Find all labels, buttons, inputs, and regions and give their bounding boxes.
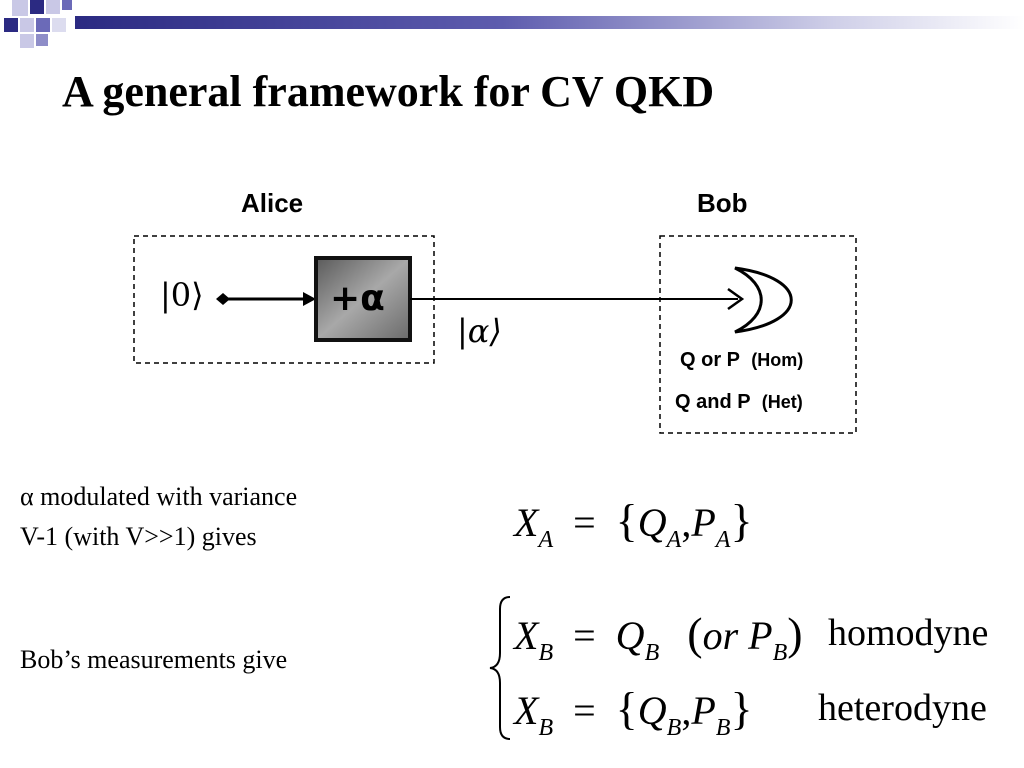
alice-description-line2: V-1 (with V>>1) gives	[20, 522, 257, 551]
right-brace: }	[730, 495, 753, 546]
alice-eq-p: P	[691, 500, 716, 545]
channel-state-ket: |α⟩	[457, 312, 502, 350]
measure-het-right: (Het)	[761, 392, 803, 412]
bob-hom-q: Q	[615, 613, 645, 658]
bob-hom-q-sub: B	[644, 639, 660, 666]
bob-homodyne-equation: XB = QB (or PB)	[514, 607, 803, 665]
header-square-mid-1	[62, 0, 72, 10]
alice-description-line1: α modulated with variance	[20, 482, 298, 511]
comma: ,	[681, 500, 692, 545]
channel-arrowhead-icon	[727, 287, 745, 311]
bob-het-q-sub: B	[666, 714, 682, 741]
or-word: or	[702, 613, 739, 658]
bob-hom-p: P	[748, 613, 773, 658]
alice-description: α modulated with variance V-1 (with V>>1…	[20, 477, 297, 557]
heterodyne-label: heterodyne	[818, 687, 987, 729]
detector-icon	[734, 266, 793, 334]
left-brace: {	[615, 495, 638, 546]
bob-het-p-sub: B	[715, 714, 731, 741]
homodyne-label: homodyne	[828, 612, 989, 654]
right-paren: )	[787, 608, 803, 659]
equals-sign: =	[573, 613, 596, 658]
header-square-light-2	[46, 0, 60, 14]
bob-het-lhs: X	[514, 688, 539, 733]
measure-hom-right: (Hom)	[751, 350, 804, 370]
bob-description: Bob’s measurements give	[20, 645, 288, 674]
header-square-mid-3	[36, 34, 48, 46]
alice-eq-p-sub: A	[715, 526, 731, 553]
alice-equation: XA = {QA,PA}	[514, 494, 753, 552]
header-gradient-bar	[75, 16, 1024, 29]
measure-hom-left: Q or P	[680, 349, 740, 371]
modulator-label: +α	[330, 278, 385, 319]
equals-sign: =	[573, 688, 596, 733]
bob-hom-lhs: X	[514, 613, 539, 658]
left-brace: {	[615, 683, 638, 734]
header-square-dark-1	[30, 0, 44, 14]
cases-brace-icon	[489, 596, 511, 740]
measure-het-text: Q and P (Het)	[675, 391, 803, 414]
modulator-box	[314, 256, 412, 342]
alice-eq-q-sub: A	[666, 526, 682, 553]
alice-eq-lhs: X	[514, 500, 539, 545]
source-diamond-icon	[216, 293, 230, 305]
header-square-dark-2	[4, 18, 18, 32]
qkd-setup-diagram: Alice Bob |0⟩ +α |α⟩ Q or P (Hom) Q and …	[133, 188, 857, 434]
header-square-light-1	[12, 0, 28, 16]
bob-het-lhs-sub: B	[538, 714, 554, 741]
bob-het-p: P	[691, 688, 716, 733]
bob-box	[659, 235, 857, 434]
header-square-light-5	[20, 34, 34, 48]
measure-het-left: Q and P	[675, 391, 751, 413]
bob-hom-p-sub: B	[772, 639, 788, 666]
header-square-mid-2	[36, 18, 50, 32]
slide-title: A general framework for CV QKD	[62, 67, 715, 116]
bob-het-q: Q	[637, 688, 667, 733]
bob-label: Bob	[697, 188, 748, 218]
input-state-ket: |0⟩	[160, 276, 204, 314]
alice-eq-q: Q	[637, 500, 667, 545]
equals-sign: =	[573, 500, 596, 545]
bob-heterodyne-equation: XB = {QB,PB}	[514, 682, 753, 740]
left-paren: (	[687, 608, 703, 659]
diagram-svg	[133, 235, 857, 434]
right-brace: }	[730, 683, 753, 734]
input-arrowhead-icon	[303, 292, 316, 306]
alice-eq-lhs-sub: A	[538, 526, 554, 553]
header-square-light-3	[20, 18, 34, 32]
alice-label: Alice	[241, 188, 304, 218]
bob-hom-lhs-sub: B	[538, 639, 554, 666]
header-square-light-4	[52, 18, 66, 32]
measure-hom-text: Q or P (Hom)	[680, 349, 803, 372]
comma: ,	[681, 688, 692, 733]
